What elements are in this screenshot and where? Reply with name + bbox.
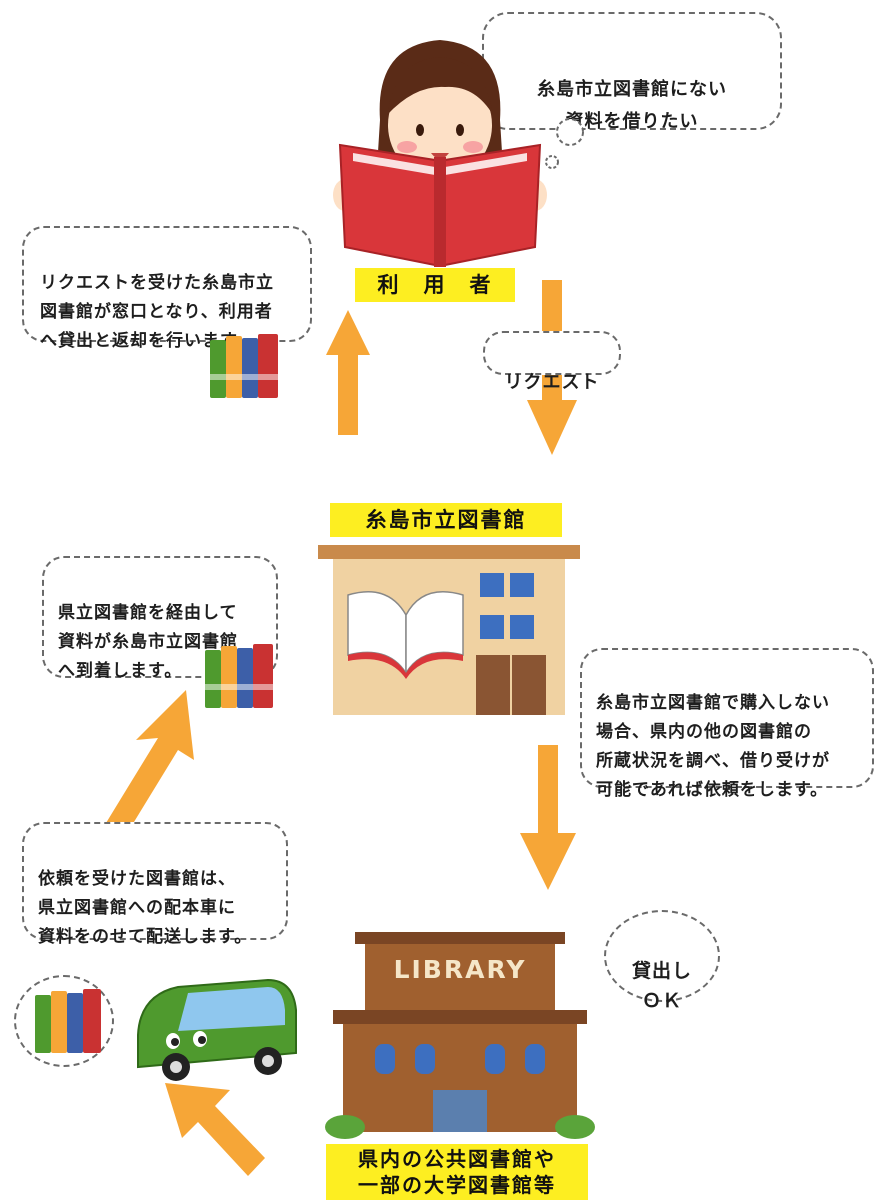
library-sign: LIBRARY: [393, 955, 527, 984]
inquiry-note: 糸島市立図書館で購入しない 場合、県内の他の図書館の 所蔵状況を調べ、借り受けが…: [580, 648, 874, 800]
library-building-icon: [325, 932, 595, 1139]
thought-dots: [545, 118, 584, 169]
delivery-note: 依頼を受けた図書館は、 県立図書館への配本車に 資料をのせて配送します。: [22, 822, 288, 947]
arrow-up-to-itoshima: [106, 690, 194, 835]
delivery-note-text: 依頼を受けた図書館は、 県立図書館への配本車に 資料をのせて配送します。: [38, 869, 253, 947]
itoshima-library-label: 糸島市立図書館: [330, 503, 562, 537]
books-stack-icon: [205, 644, 273, 708]
arrow-up-to-user: [326, 310, 370, 435]
request-label: リクエスト: [483, 331, 621, 393]
lending-ok-bubble: 貸出し ＯＫ: [604, 910, 720, 1012]
books-stack-icon: [35, 989, 101, 1053]
lending-note: リクエストを受けた糸島市立 図書館が窓口となり、利用者 へ貸出と返却を行います。: [22, 226, 312, 351]
itoshima-library-icon: [318, 545, 580, 715]
delivery-van-icon: [137, 978, 297, 1081]
user-thought-text: 糸島市立図書館にない 資料を借りたい: [537, 79, 727, 132]
arrow-up-to-van: [165, 1083, 265, 1176]
books-stack-icon: [210, 334, 278, 398]
arrow-down-to-public-library: [520, 745, 576, 890]
girl-reading-book-icon: [333, 40, 547, 267]
inquiry-note-text: 糸島市立図書館で購入しない 場合、県内の他の図書館の 所蔵状況を調べ、借り受けが…: [596, 693, 830, 800]
arrival-note-text: 県立図書館を経由して 資料が糸島市立図書館 へ到着します。: [58, 603, 238, 681]
lending-note-text: リクエストを受けた糸島市立 図書館が窓口となり、利用者 へ貸出と返却を行います。: [40, 273, 274, 351]
public-library-label: 県内の公共図書館や 一部の大学図書館等: [326, 1144, 588, 1200]
user-thought-bubble: 糸島市立図書館にない 資料を借りたい: [482, 12, 782, 132]
user-label: 利 用 者: [355, 268, 515, 302]
